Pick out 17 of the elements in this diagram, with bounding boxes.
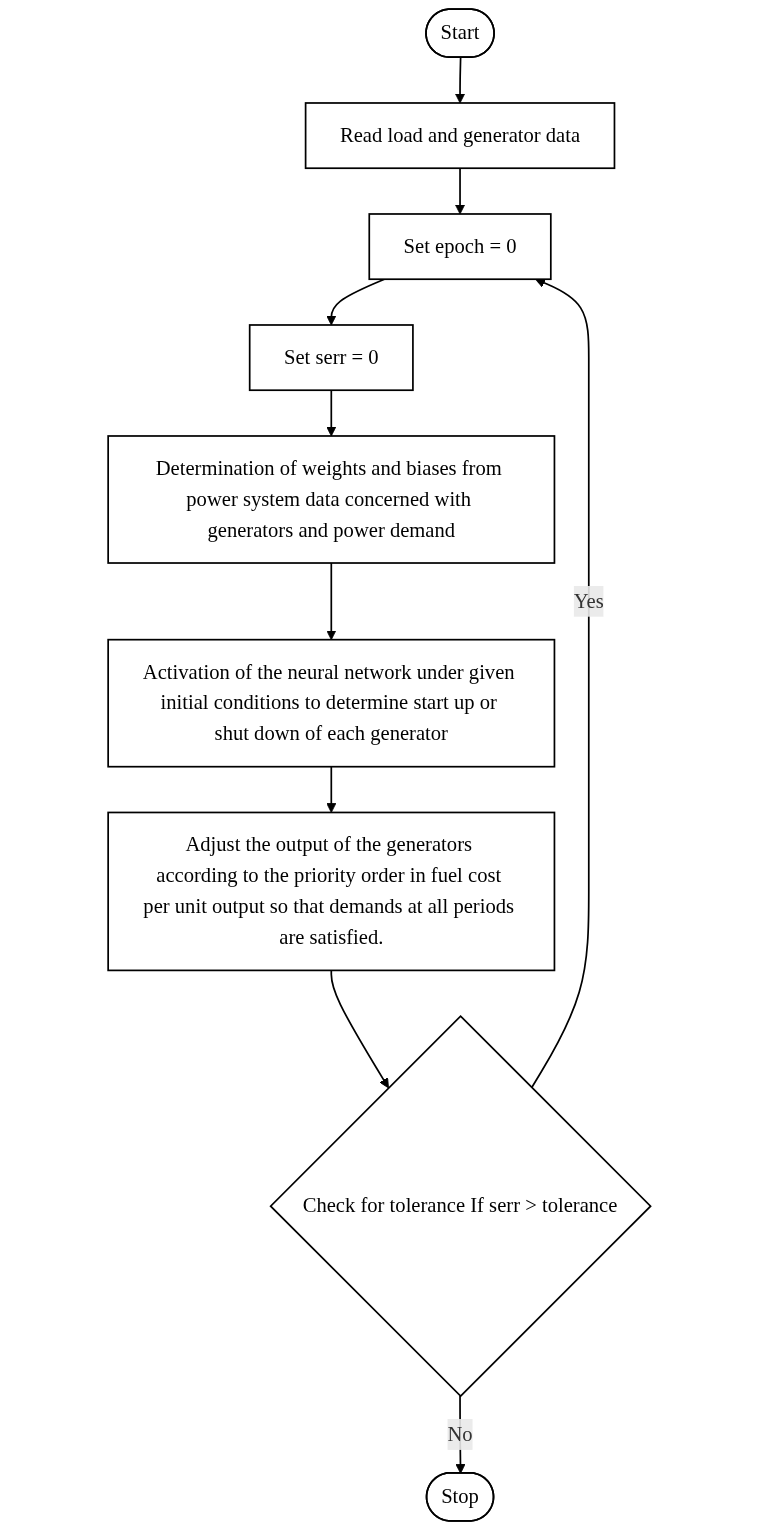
arrow (455, 167, 466, 215)
arrow (330, 969, 390, 1089)
node-diamond: Check for tolerance If serr > tolerance (269, 1014, 652, 1398)
arrow (326, 765, 337, 813)
node-box: Set epoch = 0 (368, 213, 552, 281)
arrow (455, 56, 466, 104)
node-box: Read load and generator data (304, 102, 616, 170)
arrow (326, 562, 337, 641)
node-box: Adjust the output of the generators according to the priority order in fuel cost per unit output so that demands at all periods are satisfied. (107, 811, 556, 972)
edge-label: No (447, 1422, 473, 1446)
arrow (530, 278, 590, 1089)
node-box: Determination of weights and biases from power system data concerned with generators and power demand (107, 435, 556, 564)
edge-label: Yes (573, 589, 604, 613)
arrow (326, 389, 337, 437)
arrow (326, 278, 386, 326)
node-box: Set serr = 0 (248, 324, 414, 392)
node-box: Activation of the neural network under given initial conditions to determine start up or shut down of each generator (107, 638, 556, 768)
